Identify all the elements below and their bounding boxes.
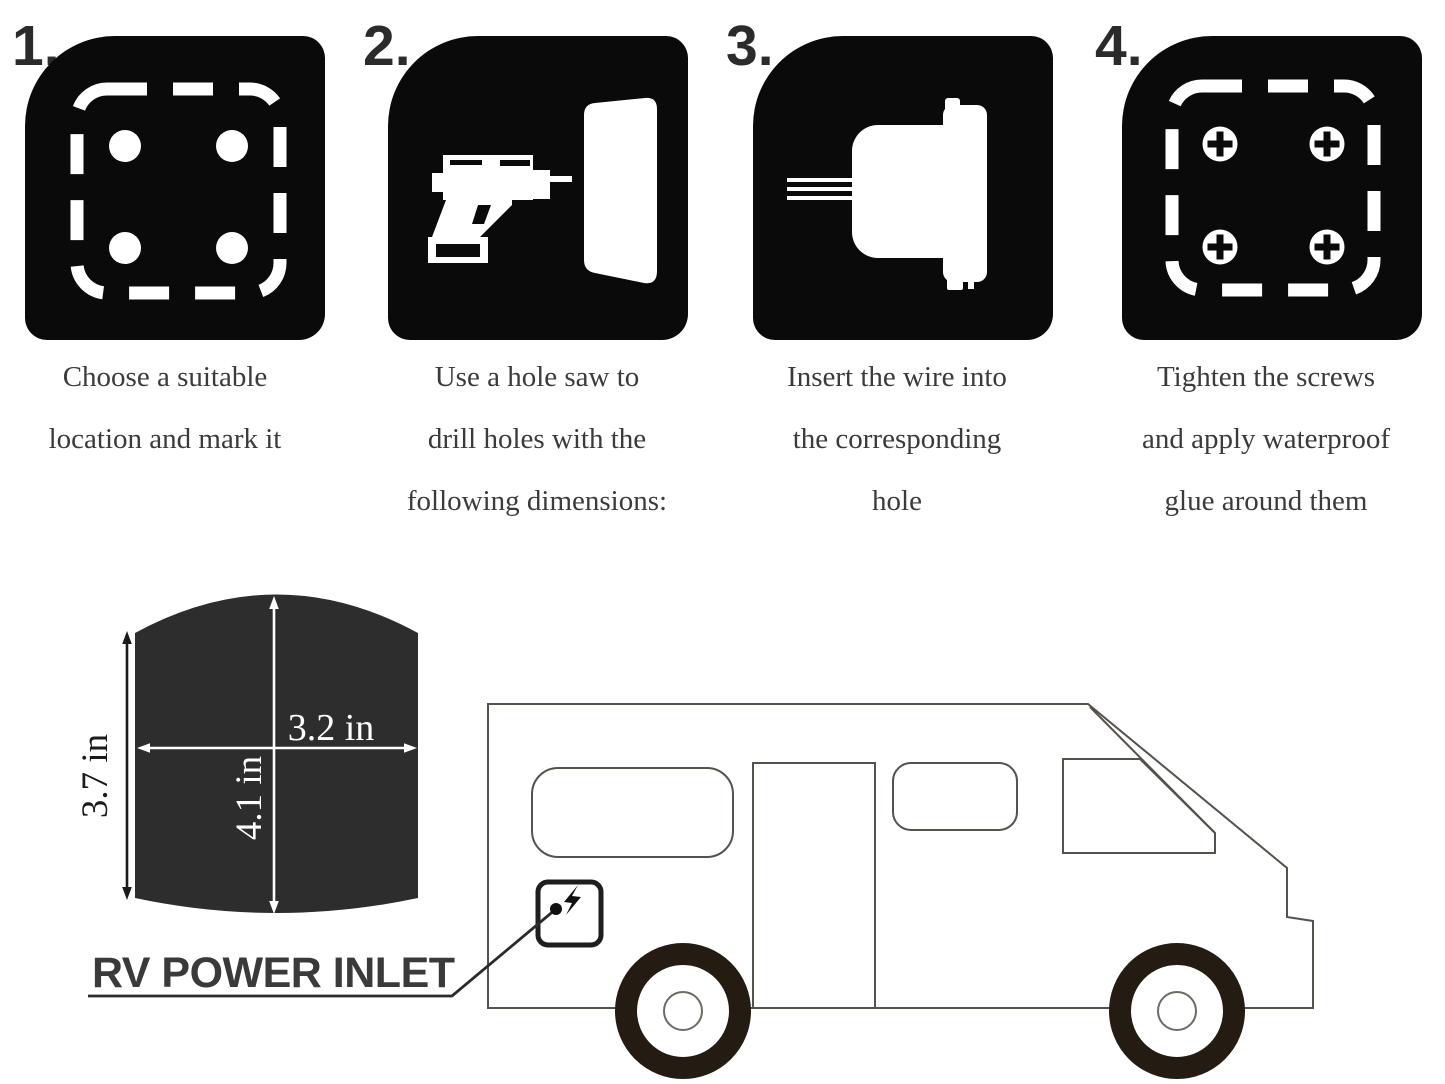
step-3-tile (753, 36, 1053, 340)
dimension-width-label: 3.2 in (288, 707, 375, 749)
caption-line: and apply waterproof (1141, 423, 1390, 455)
dimension-side-height-arrow (122, 631, 132, 900)
marking-template-icon (70, 82, 287, 300)
wire (787, 178, 855, 182)
dimension-width-arrow (137, 743, 417, 753)
rv-side-window (531, 767, 734, 858)
caption-line: Choose a suitable (62, 361, 268, 393)
screw-icon (1202, 229, 1238, 265)
step-2-number: 2. (363, 14, 411, 78)
mark-hole (109, 232, 141, 264)
step-1-caption: Choose a suitable location and mark it (10, 346, 320, 470)
caption-line: location and mark it (48, 423, 282, 455)
plug-leg (947, 278, 963, 290)
drill-bit (550, 176, 572, 182)
drill-vent (450, 160, 482, 165)
caption-line: Use a hole saw to (434, 361, 640, 393)
caption-line: Tighten the screws (1156, 361, 1376, 393)
step-4-caption: Tighten the screws and apply waterproof … (1111, 346, 1421, 532)
drill-chuck (533, 170, 550, 199)
rv-right-wheel (1109, 943, 1245, 1079)
step-4-number: 4. (1095, 14, 1143, 78)
step-3-caption: Insert the wire into the corresponding h… (742, 346, 1052, 532)
rv-door (752, 762, 876, 1009)
mark-hole (216, 130, 248, 162)
drill-trigger (512, 200, 528, 212)
caption-line: following dimensions: (406, 485, 668, 517)
rv-rear-window (892, 762, 1018, 831)
screw-icon (1309, 229, 1345, 265)
rv-power-inlet-label: RV POWER INLET (92, 949, 455, 997)
battery-detail (436, 244, 480, 257)
caption-line: Insert the wire into (787, 361, 1007, 393)
dimension-side-height-label: 3.7 in (75, 734, 116, 818)
drill-rear (432, 173, 443, 192)
step-2-caption: Use a hole saw to drill holes with the f… (382, 346, 692, 532)
caption-line: drill holes with the (427, 423, 647, 455)
caption-line: the corresponding (792, 423, 1002, 455)
drill-hole-saw-icon (428, 97, 657, 284)
rv-left-wheel (615, 943, 751, 1079)
tighten-screws-icon (1165, 79, 1381, 297)
screw-icon (1202, 126, 1238, 162)
mark-hole (216, 232, 248, 264)
rv-cab-window (1062, 758, 1216, 854)
drill-vent (500, 160, 530, 166)
step-2-tile (388, 36, 688, 340)
inlet-leader-line (88, 907, 557, 998)
mark-hole (109, 130, 141, 162)
lightning-bolt-icon (564, 885, 581, 915)
plug-tab-top (945, 98, 960, 112)
screw-icon (1309, 126, 1345, 162)
drilled-plate (584, 97, 657, 284)
wire (787, 187, 855, 191)
power-inlet-box (535, 879, 604, 948)
dashed-outline (1165, 79, 1381, 297)
step-4-tile (1122, 36, 1422, 340)
wire-into-plug-icon (787, 98, 987, 290)
step-1-tile (25, 36, 325, 340)
dimension-center-height-label: 4.1 in (229, 756, 270, 840)
plug-leg (968, 278, 974, 289)
dashed-outline (70, 82, 287, 300)
dimension-shape (135, 594, 418, 913)
step-3-number: 3. (726, 14, 774, 78)
caption-line: hole (872, 485, 922, 517)
plug-flange (943, 105, 987, 282)
wire (787, 196, 855, 200)
caption-line: glue around them (1164, 485, 1368, 517)
inlet-marker-dot (550, 903, 562, 915)
dimension-center-height-arrow (269, 596, 279, 914)
handle-detail (472, 205, 491, 224)
